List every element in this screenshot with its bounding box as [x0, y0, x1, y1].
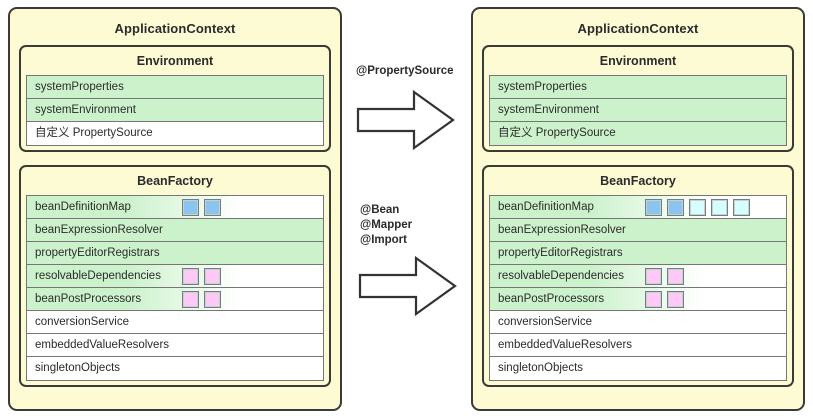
list-item-label: beanExpressionResolver [35, 224, 163, 236]
entry-chips [645, 268, 684, 285]
groups-container-left: Environment systemProperties systemEnviron… [10, 45, 340, 387]
list-item[interactable]: embeddedValueResolvers [27, 334, 323, 357]
list-item[interactable]: 自定义 PropertySource [27, 122, 323, 145]
entry-chip-pink [182, 291, 199, 308]
list-item[interactable]: beanExpressionResolver [27, 219, 323, 242]
entry-chip-cyan [689, 199, 706, 216]
list-item-label: resolvableDependencies [498, 270, 624, 282]
list-item[interactable]: resolvableDependencies [27, 265, 323, 288]
list-item[interactable]: systemEnvironment [490, 99, 786, 122]
entry-chip-pink [667, 291, 684, 308]
list-item[interactable]: systemProperties [27, 76, 323, 99]
application-context-after: ApplicationContext Environment systemProp… [471, 7, 805, 411]
list-item[interactable]: singletonObjects [27, 357, 323, 380]
list-item-label: systemProperties [35, 81, 124, 93]
entry-chips [182, 291, 221, 308]
entry-chip-cyan [733, 199, 750, 216]
entry-chip-pink [645, 291, 662, 308]
group-box-beanfactory: BeanFactory beanDefinitionMap beanExpressi… [19, 165, 331, 387]
group-box-beanfactory: BeanFactory beanDefinitionMap beanExpressi… [482, 165, 794, 387]
list-item-label: resolvableDependencies [35, 270, 161, 282]
list-item[interactable]: resolvableDependencies [490, 265, 786, 288]
annotation-bean-mapper-import: @Bean @Mapper @Import [360, 203, 412, 248]
row-list: systemProperties systemEnvironment 自定义 Pro… [489, 75, 787, 146]
entry-chip-cyan [711, 199, 728, 216]
group-title: Environment [599, 54, 677, 68]
page-title-right: ApplicationContext [577, 21, 699, 36]
entry-chip-pink [182, 268, 199, 285]
entry-chip-blue [645, 199, 662, 216]
transition-annotations: @PropertySource @Bean @Mapper @Import [342, 0, 471, 418]
list-item[interactable]: systemProperties [490, 76, 786, 99]
list-item[interactable]: conversionService [490, 311, 786, 334]
entry-chips [182, 268, 221, 285]
list-item-label: embeddedValueResolvers [35, 339, 170, 351]
list-item[interactable]: conversionService [27, 311, 323, 334]
list-item[interactable]: beanPostProcessors [27, 288, 323, 311]
list-item-label: embeddedValueResolvers [498, 339, 633, 351]
entry-chips [645, 199, 750, 216]
entry-chip-pink [204, 268, 221, 285]
annotation-property-source: @PropertySource [356, 65, 454, 77]
list-item-label: conversionService [498, 316, 592, 328]
list-item[interactable]: systemEnvironment [27, 99, 323, 122]
annotation-mapper: @Mapper [360, 219, 413, 231]
entry-chip-blue [182, 199, 199, 216]
list-item-label: propertyEditorRegistrars [498, 247, 623, 259]
row-list: beanDefinitionMap beanExpressionResolver p… [26, 195, 324, 381]
list-item-label: 自定义 PropertySource [35, 127, 153, 139]
list-item-label: conversionService [35, 316, 129, 328]
list-item[interactable]: propertyEditorRegistrars [490, 242, 786, 265]
groups-container-right: Environment systemProperties systemEnviron… [473, 45, 803, 387]
list-item[interactable]: propertyEditorRegistrars [27, 242, 323, 265]
list-item-label: singletonObjects [35, 362, 121, 374]
list-item[interactable]: beanDefinitionMap [490, 196, 786, 219]
row-list: beanDefinitionMap beanExpressionResolver p… [489, 195, 787, 381]
page-title-left: ApplicationContext [114, 21, 236, 36]
list-item-label: beanPostProcessors [35, 293, 142, 305]
list-item-label: beanExpressionResolver [498, 224, 626, 236]
entry-chip-pink [204, 291, 221, 308]
list-item-label: singletonObjects [498, 362, 584, 374]
list-item[interactable]: beanExpressionResolver [490, 219, 786, 242]
entry-chip-pink [645, 268, 662, 285]
entry-chip-pink [667, 268, 684, 285]
list-item-label: beanDefinitionMap [498, 201, 594, 213]
list-item-label: 自定义 PropertySource [498, 127, 616, 139]
application-context-before: ApplicationContext Environment systemProp… [8, 7, 342, 411]
list-item-label: propertyEditorRegistrars [35, 247, 160, 259]
list-item-label: beanPostProcessors [498, 293, 605, 305]
group-box-environment: Environment systemProperties systemEnviron… [482, 45, 794, 152]
group-title: BeanFactory [600, 174, 676, 188]
list-item-label: systemEnvironment [35, 104, 136, 116]
list-item-label: systemProperties [498, 81, 587, 93]
group-box-environment: Environment systemProperties systemEnviron… [19, 45, 331, 152]
entry-chip-blue [204, 199, 221, 216]
list-item-label: systemEnvironment [498, 104, 599, 116]
list-item[interactable]: beanPostProcessors [490, 288, 786, 311]
list-item[interactable]: embeddedValueResolvers [490, 334, 786, 357]
row-list: systemProperties systemEnvironment 自定义 Pro… [26, 75, 324, 146]
list-item-label: beanDefinitionMap [35, 201, 131, 213]
entry-chip-blue [667, 199, 684, 216]
entry-chips [645, 291, 684, 308]
annotation-bean: @Bean [360, 204, 400, 216]
list-item[interactable]: 自定义 PropertySource [490, 122, 786, 145]
list-item[interactable]: singletonObjects [490, 357, 786, 380]
right-arrow-icon-bottom [358, 255, 458, 322]
entry-chips [182, 199, 221, 216]
group-title: Environment [136, 54, 214, 68]
list-item[interactable]: beanDefinitionMap [27, 196, 323, 219]
annotation-import: @Import [360, 234, 407, 246]
group-title: BeanFactory [137, 174, 213, 188]
right-arrow-icon-top [356, 89, 456, 156]
